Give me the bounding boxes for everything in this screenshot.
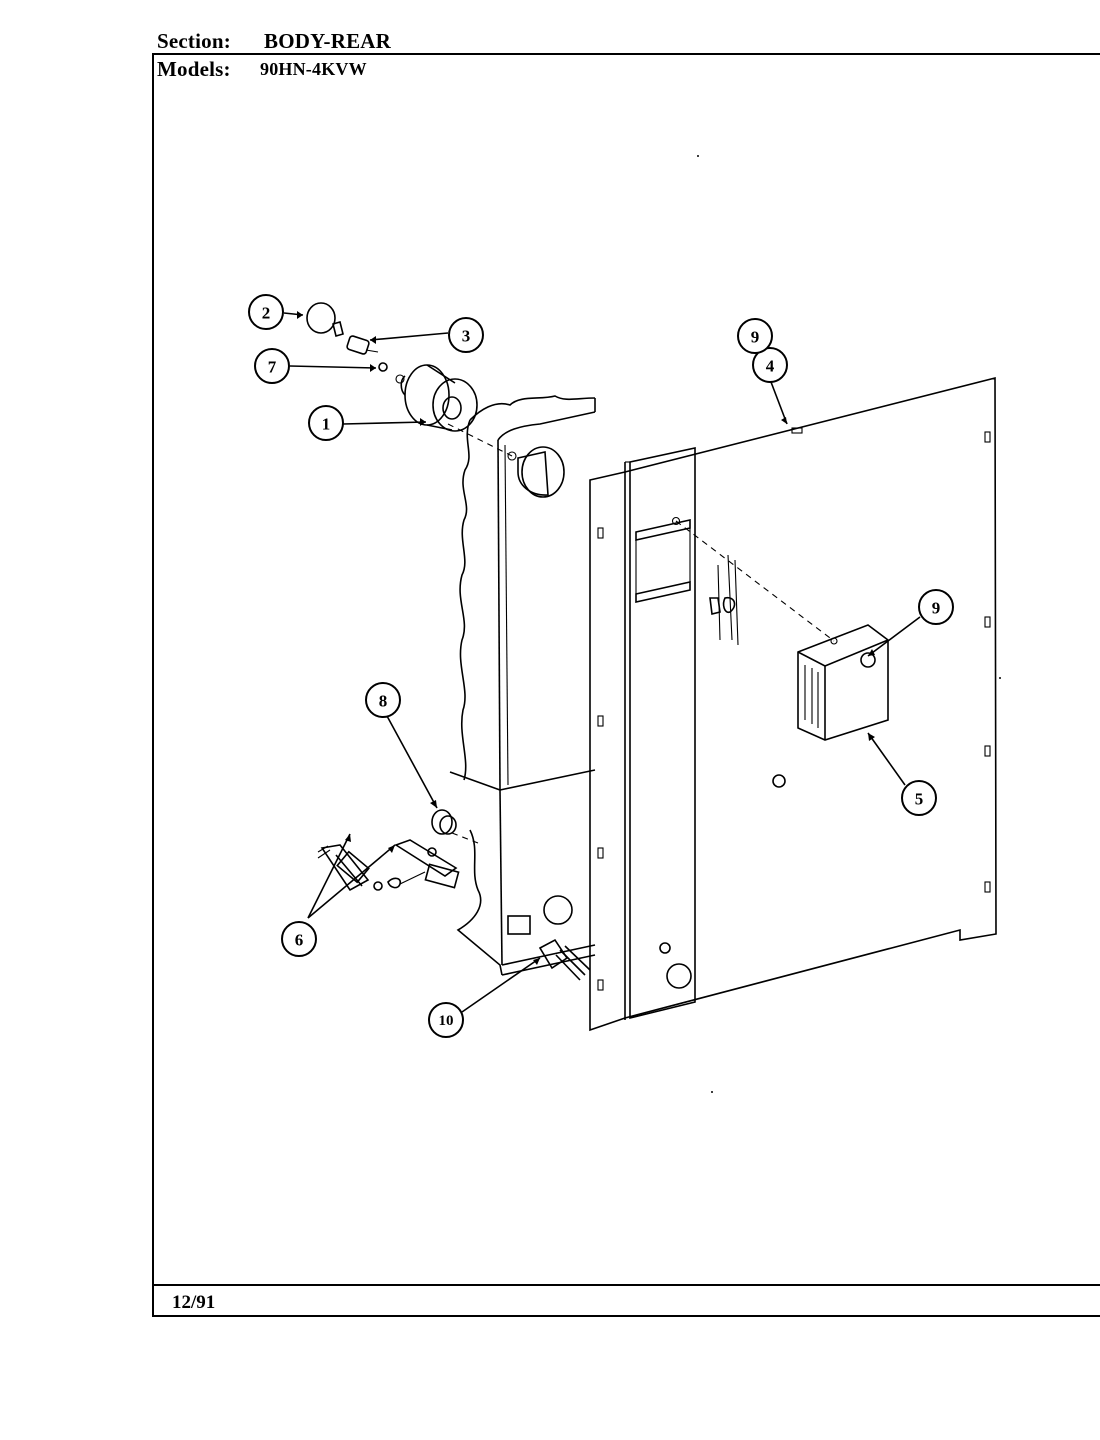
leader-lines: [283, 311, 921, 1013]
callout-3: 3: [448, 317, 484, 353]
models-label: Models:: [157, 57, 231, 81]
svg-text:9: 9: [751, 328, 760, 347]
frame-left-line: [152, 53, 154, 1317]
part-2-bulb: [306, 302, 344, 337]
svg-text:3: 3: [462, 327, 471, 346]
svg-text:8: 8: [379, 692, 388, 711]
frame-footer-line: [152, 1284, 1100, 1286]
part-1-fan-motor: [395, 364, 478, 432]
svg-text:2: 2: [262, 304, 271, 323]
rear-panel: [589, 376, 997, 1032]
frame-bottom-line: [152, 1315, 1100, 1317]
section-value: BODY-REAR: [264, 29, 392, 53]
svg-text:4: 4: [766, 357, 775, 376]
section-label: Section:: [157, 29, 231, 53]
footer-date: 12/91: [172, 1292, 216, 1313]
part-3-socket: [346, 335, 379, 355]
cabinet-side-wall: [449, 395, 596, 976]
frame-top-line: [152, 53, 1100, 55]
callout-10: 10: [428, 1002, 464, 1038]
part-5-control-box: [797, 624, 889, 741]
assembly-guide-lines: [447, 423, 835, 844]
callout-1: 1: [308, 405, 344, 441]
svg-text:9: 9: [932, 599, 941, 618]
callout-7: 7: [254, 348, 290, 384]
part-8-grommet: [431, 809, 457, 835]
callout-4: 4: [752, 347, 788, 383]
svg-text:7: 7: [268, 358, 277, 377]
callout-5: 5: [901, 780, 937, 816]
scan-specks: [697, 155, 1001, 1093]
svg-text:6: 6: [295, 931, 304, 950]
callout-9-top: 9: [737, 318, 773, 354]
callout-6: 6: [281, 921, 317, 957]
callout-2: 2: [248, 294, 284, 330]
part-10-cord-connector: [538, 938, 591, 981]
svg-text:10: 10: [439, 1013, 454, 1029]
callout-9-right: 9: [918, 589, 954, 625]
svg-text:5: 5: [915, 790, 924, 809]
callout-8: 8: [365, 682, 401, 718]
svg-text:1: 1: [322, 415, 331, 434]
models-value: 90HN-4KVW: [260, 59, 367, 79]
part-6-plug-and-switch: [317, 839, 460, 892]
part-7-nut: [378, 362, 388, 372]
